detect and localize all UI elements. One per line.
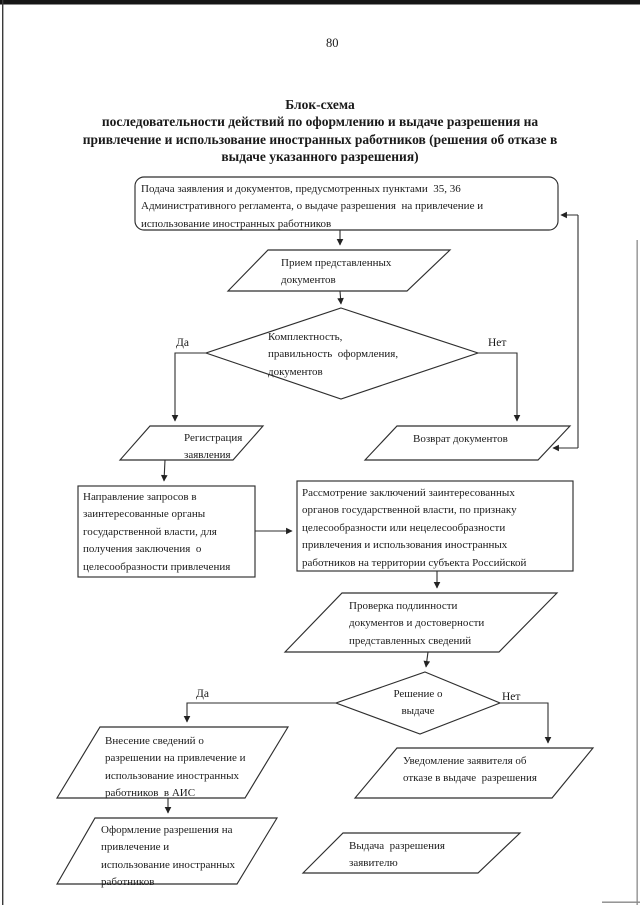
node-verify-text: Проверка подлинности документов и достов… (349, 600, 485, 647)
label-yes-1: Да (176, 337, 189, 349)
node-verify-shape (283, 592, 559, 653)
node-enter-ais-text: Внесение сведений о разрешении на привле… (105, 735, 246, 800)
node-send-requests-shape (77, 485, 256, 578)
edge-yes-enter-ais (183, 702, 336, 723)
node-check-complete-shape (204, 307, 480, 400)
scan-border-top (0, 0, 640, 5)
node-register-text: Регистрация заявления (184, 432, 243, 462)
node-issue-permit-text: Оформление разрешения на привлечение и и… (101, 824, 236, 889)
node-send-requests-text: Направление запросов в заинтересованные … (83, 491, 231, 573)
edge-register-send (160, 459, 168, 482)
node-check-complete-text: Комплектность, правильность оформления, … (268, 331, 399, 378)
edge-no-notify (500, 702, 552, 744)
page-number: 80 (326, 36, 339, 50)
node-give-permit-text: Выдача разрешения заявителю (349, 840, 445, 870)
doc-title: Блок-схема последовательности действий п… (82, 97, 558, 164)
scan-border-left (2, 0, 4, 905)
node-decision-shape (334, 671, 502, 735)
label-no-2: Нет (502, 691, 521, 703)
node-accept-shape (226, 249, 452, 292)
node-submit-text: Подача заявления и документов, предусмот… (141, 183, 484, 230)
label-yes-2: Да (196, 688, 209, 700)
node-notify-refusal-shape (353, 747, 595, 799)
node-return-docs-text: Возврат документов (413, 433, 508, 445)
node-decision-text: Решение о выдаче (393, 688, 443, 718)
label-no-1: Нет (488, 337, 507, 349)
node-register-shape (118, 425, 265, 461)
edge-yes-register (171, 352, 206, 422)
node-return-docs-shape (363, 425, 572, 461)
node-review-shape (296, 480, 574, 572)
node-notify-refusal-text: Уведомление заявителя об отказе в выдаче… (403, 755, 537, 785)
node-submit-shape (134, 176, 559, 231)
node-issue-permit-shape (56, 817, 279, 885)
node-review-text: Рассмотрение заключений заинтересованных… (302, 487, 527, 569)
edge-no-return (478, 352, 521, 422)
scan-border-bottom (602, 901, 640, 903)
edge-verify-decision (423, 651, 431, 668)
scan-border-right (636, 240, 638, 905)
node-accept-text: Прием представленных документов (281, 257, 392, 287)
edge-accept-check (337, 290, 344, 305)
node-enter-ais-shape (55, 726, 290, 799)
node-give-permit-shape (301, 832, 522, 874)
